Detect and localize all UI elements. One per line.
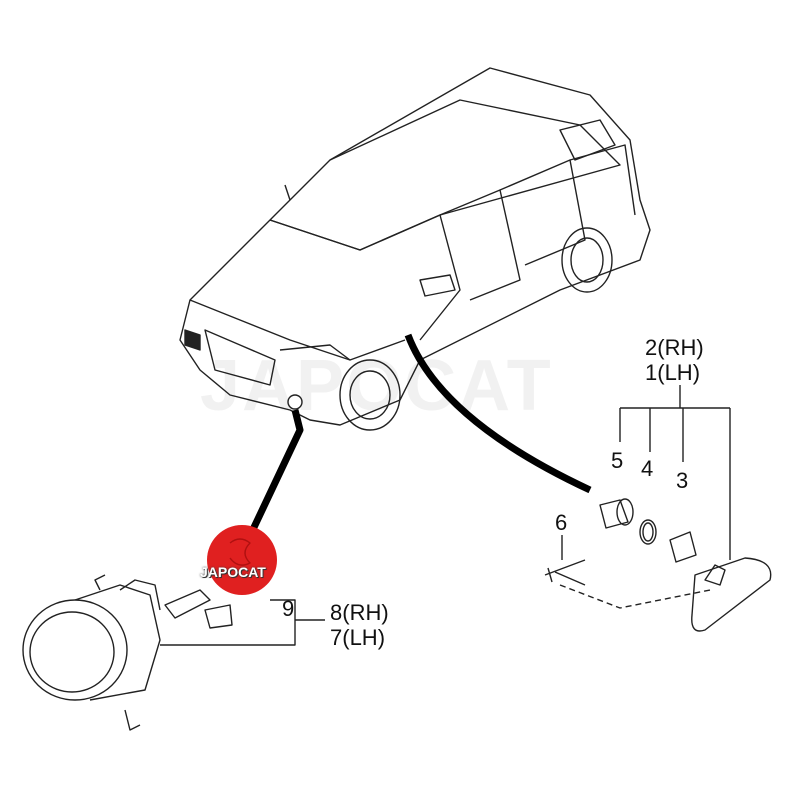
side-repeater-parts [544, 498, 772, 632]
logo-text: JAPOCAT [200, 564, 266, 580]
side: (RH) [342, 600, 389, 625]
callout-8-rh: 8(RH) [330, 602, 389, 624]
callout-2-rh: 2(RH) [645, 337, 704, 359]
leader-fog-lamp [244, 409, 304, 542]
japocat-logo [207, 525, 277, 595]
callout-5: 5 [611, 448, 624, 473]
part-number: 1 [645, 360, 658, 385]
vehicle-illustration [179, 67, 651, 431]
side: (RH) [657, 335, 704, 360]
side: (LH) [342, 625, 386, 650]
callout-7-lh: 7(LH) [330, 627, 385, 649]
callout-3: 3 [676, 468, 689, 493]
callout-1-lh: 1(LH) [645, 362, 700, 384]
callout-9: 9 [282, 596, 295, 621]
fog-lamp-assembly [22, 574, 233, 731]
part-number: 7 [330, 625, 343, 650]
part-number: 8 [330, 600, 343, 625]
leader-side-repeater [404, 333, 592, 494]
side: (LH) [657, 360, 701, 385]
part-number: 2 [645, 335, 658, 360]
callout-6: 6 [555, 510, 568, 535]
callout-4: 4 [641, 456, 654, 481]
